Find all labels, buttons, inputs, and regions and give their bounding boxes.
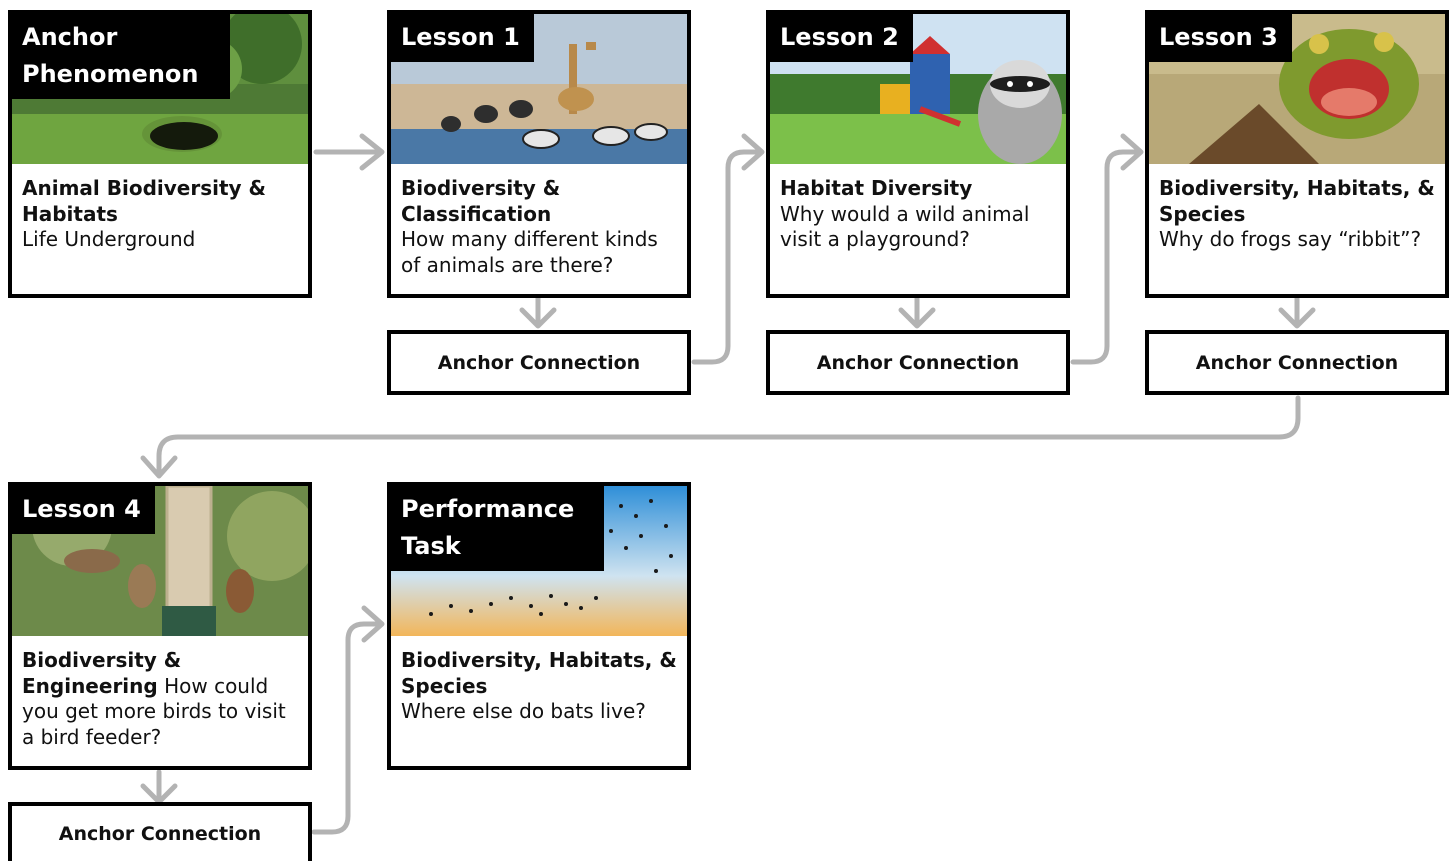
card-label: Lesson 3: [1149, 14, 1292, 62]
lesson-4-card[interactable]: Lesson 4 Biodiversity & Engineering How …: [8, 482, 312, 770]
card-title: Biodiversity & Classification: [401, 176, 561, 226]
card-subtitle: Why would a wild animal visit a playgrou…: [780, 201, 1030, 252]
card-body: Animal Biodiversity & Habitats Life Unde…: [22, 176, 302, 253]
arrow-lesson2-down: [898, 295, 936, 329]
card-body: Biodiversity & Engineering How could you…: [22, 648, 302, 750]
performance-task-card[interactable]: Performance Task Biodiversity, Habitats,…: [387, 482, 691, 770]
card-title: Biodiversity & Engineering: [22, 648, 182, 698]
card-title: Habitat Diversity: [780, 176, 973, 200]
giraffe-zebras-ostriches-photo: [391, 14, 687, 164]
card-body: Biodiversity, Habitats, & Species Where …: [401, 648, 681, 725]
card-body: Habitat Diversity Why would a wild anima…: [780, 176, 1060, 253]
card-subtitle: Life Underground: [22, 227, 196, 251]
arrow-lesson1-down: [519, 295, 557, 329]
anchor-connection-lesson-4[interactable]: Anchor Connection: [8, 802, 312, 861]
card-subtitle: How many different kinds of animals are …: [401, 227, 658, 277]
anchor-connection-lesson-1[interactable]: Anchor Connection: [387, 330, 691, 395]
card-title: Animal Biodiversity & Habitats: [22, 176, 266, 226]
arrow-conn1-to-lesson2: [691, 133, 765, 365]
card-title: Biodiversity, Habitats, & Species: [1159, 176, 1435, 226]
arrow-lesson3-down: [1278, 295, 1316, 329]
lesson-3-card[interactable]: Lesson 3 Biodiversity, Habitats, & Speci…: [1145, 10, 1449, 298]
lesson-2-card[interactable]: Lesson 2 Habitat Diversity Why would a w…: [766, 10, 1070, 298]
anchor-phenomenon-card[interactable]: Anchor Phenomenon Animal Biodiversity & …: [8, 10, 312, 298]
card-subtitle: Where else do bats live?: [401, 699, 646, 723]
card-label: Lesson 2: [770, 14, 913, 62]
card-body: Biodiversity & Classification How many d…: [401, 176, 681, 278]
arrow-conn4-to-performance: [311, 605, 385, 835]
anchor-connection-lesson-2[interactable]: Anchor Connection: [766, 330, 1070, 395]
card-label: Lesson 1: [391, 14, 534, 62]
arrow-lesson4-down: [140, 769, 178, 805]
card-subtitle: Why do frogs say “ribbit”?: [1159, 227, 1422, 251]
arrow-conn3-to-lesson4: [140, 395, 1301, 479]
arrow-conn2-to-lesson3: [1070, 133, 1144, 365]
card-label: Performance Task: [391, 486, 604, 571]
card-subtitle: How could you get more birds to visit a …: [22, 673, 286, 749]
card-body: Biodiversity, Habitats, & Species Why do…: [1159, 176, 1439, 253]
card-label: Lesson 4: [12, 486, 155, 534]
lesson-1-card[interactable]: Lesson 1 Biodiversity & Classification H…: [387, 10, 691, 298]
anchor-connection-lesson-3[interactable]: Anchor Connection: [1145, 330, 1449, 395]
card-title: Biodiversity, Habitats, & Species: [401, 648, 677, 698]
card-label: Anchor Phenomenon: [12, 14, 230, 99]
arrow-anchor-to-lesson1: [313, 133, 385, 171]
